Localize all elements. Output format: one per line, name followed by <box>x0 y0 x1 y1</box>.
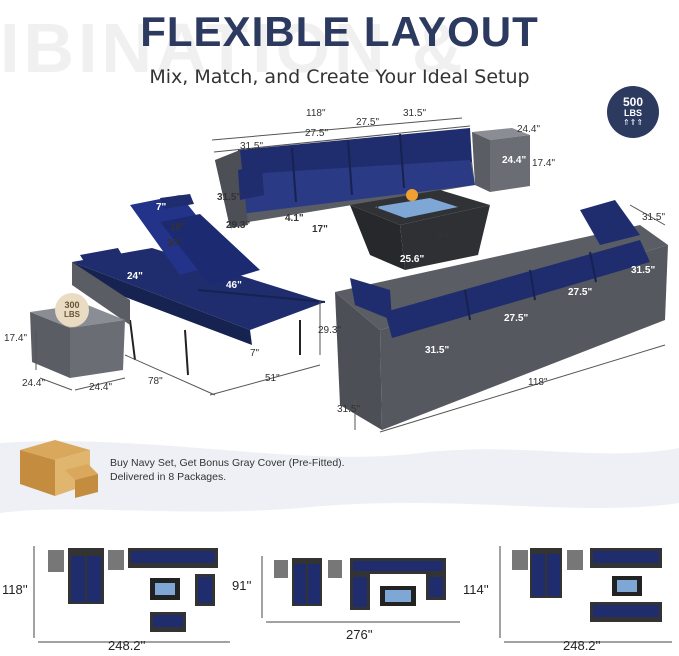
dim-top-sofa-total: 118" <box>306 108 326 119</box>
dim-top-sofa-leg: 4.1" <box>285 213 304 224</box>
dim-lounger-seat: 46" <box>226 280 242 291</box>
page-title: FLEXIBLE LAYOUT <box>140 8 539 55</box>
dim-lounger-pillow: 18" <box>170 222 186 233</box>
layout-3-width: 248.2'' <box>563 638 601 653</box>
furniture-illustration <box>30 117 668 433</box>
dim-right-sofa-seg1: 27.5" <box>568 287 593 298</box>
dim-top-sofa-depth: 31.5" <box>217 192 242 203</box>
dim-lounger-height: 29.3" <box>318 325 342 336</box>
layout-1-height: 118'' <box>2 582 28 597</box>
table-capacity-unit: LBS <box>64 310 80 319</box>
capacity-value: 500 <box>622 95 644 109</box>
dim-top-sofa-seat: 17" <box>312 224 328 235</box>
dim-top-sofa-seg3: 27.5" <box>356 117 380 128</box>
layout-2 <box>274 558 446 610</box>
dim-right-sofa-seg3: 31.5" <box>425 345 450 356</box>
dim-left-table-d: 24.4" <box>22 378 46 389</box>
box-package-icon <box>20 440 98 498</box>
layout-diagrams <box>33 546 672 643</box>
bonus-text: Buy Navy Set, Get Bonus Gray Cover (Pre-… <box>110 456 345 484</box>
top-side-table <box>472 128 530 192</box>
table-capacity-value: 300 <box>64 300 80 310</box>
dim-firepit-h: 25.6" <box>400 254 425 265</box>
layout-2-width: 276'' <box>346 627 373 642</box>
arrows-up-icon: ⇑⇑⇑ <box>622 118 644 127</box>
dim-top-sofa-seg2: 27.5" <box>305 128 329 139</box>
layout-1 <box>48 548 218 632</box>
dim-top-table-h: 17.4" <box>532 158 556 169</box>
top-sectional-sofa <box>215 128 475 230</box>
dim-top-sofa-seg1: 31.5" <box>240 141 264 152</box>
weight-capacity-badge: 500 LBS ⇑⇑⇑ <box>607 86 659 138</box>
dim-lounger-gap: 7" <box>250 348 260 359</box>
dim-top-table-w: 24.4" <box>517 124 541 135</box>
layout-2-height: 91'' <box>232 578 252 593</box>
dim-top-sofa-seg4: 31.5" <box>403 108 427 119</box>
dim-right-sofa-depth: 31.5" <box>337 404 361 415</box>
watermark-text: IBINATION & <box>0 9 467 87</box>
bonus-line-1: Buy Navy Set, Get Bonus Gray Cover (Pre-… <box>110 457 345 469</box>
dim-top-table-d: 24.4" <box>502 155 527 166</box>
dimension-lines <box>35 117 666 433</box>
dim-lounger-head: 7" <box>156 202 167 213</box>
chaise-loungers <box>72 194 326 376</box>
dim-right-sofa-seg2: 27.5" <box>504 313 529 324</box>
dim-lounger-arm: 24" <box>127 271 143 282</box>
table-capacity-badge: 300 LBS <box>55 293 89 327</box>
dim-left-table-h: 17.4" <box>4 333 28 344</box>
layout-3-height: 114'' <box>463 582 489 597</box>
layout-1-width: 248.2'' <box>108 638 146 653</box>
dim-lounger-leg: 4" <box>207 346 218 357</box>
bonus-line-2: Delivered in 8 Packages. <box>110 471 227 483</box>
dim-right-sofa-depth-top: 31.5" <box>642 212 666 223</box>
dim-right-sofa-arm: 31.5" <box>631 265 656 276</box>
bonus-band <box>0 441 679 513</box>
layout-3 <box>512 548 662 622</box>
page-subtitle: Mix, Match, and Create Your Ideal Setup <box>149 66 530 88</box>
dim-top-sofa-height: 29.3" <box>226 220 251 231</box>
dim-firepit-w: 30.7" <box>361 202 386 213</box>
fire-pit-table <box>350 189 490 270</box>
dim-lounger-back: 30" <box>167 238 183 249</box>
right-sectional-sofa <box>335 200 668 430</box>
dim-left-table-w: 24.4" <box>89 382 113 393</box>
dim-right-sofa-total: 118" <box>528 377 548 388</box>
dim-lounger-length: 78" <box>148 376 163 387</box>
dim-lounger-width: 51" <box>265 373 280 384</box>
capacity-unit: LBS <box>624 108 642 118</box>
dim-firepit-l: 43" <box>437 230 453 241</box>
